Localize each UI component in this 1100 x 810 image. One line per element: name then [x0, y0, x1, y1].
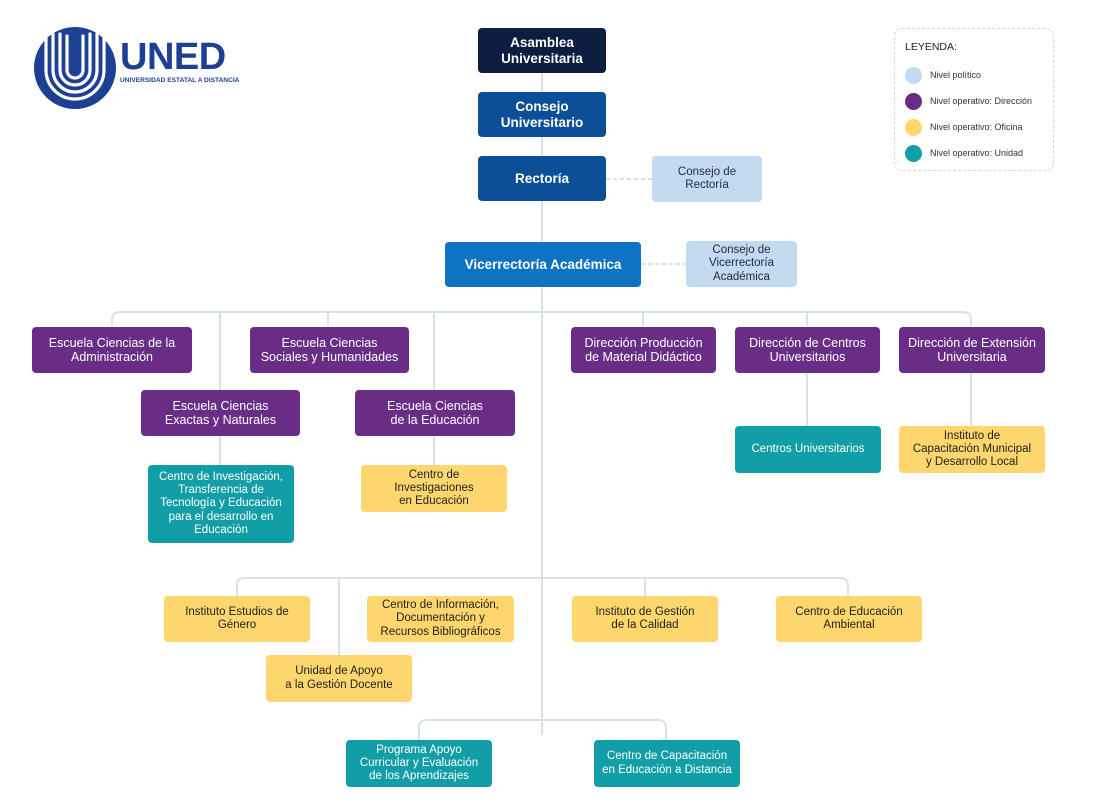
node-escuela-educacion[interactable]: Escuela Ciencias de la Educación: [355, 390, 515, 436]
node-consejo-universitario[interactable]: Consejo Universitario: [478, 92, 606, 137]
node-label: Escuela Ciencias de la Educación: [387, 398, 483, 427]
node-label: Consejo de Vicerrectoría Académica: [709, 244, 774, 283]
node-asamblea-universitaria[interactable]: Asamblea Universitaria: [478, 28, 606, 73]
node-centro-investigaciones-educacion[interactable]: Centro de Investigaciones en Educación: [361, 465, 507, 512]
node-unidad-apoyo-docente[interactable]: Unidad de Apoyo a la Gestión Docente: [266, 655, 412, 702]
node-direccion-material[interactable]: Dirección Producción de Material Didácti…: [571, 327, 716, 373]
logo-tagline: UNIVERSIDAD ESTATAL A DISTANCIA: [120, 77, 240, 84]
node-label: Escuela Ciencias Exactas y Naturales: [164, 398, 277, 427]
uned-emblem-icon: [34, 27, 116, 109]
legend: LEYENDA: Nivel político Nivel operativo:…: [894, 28, 1054, 171]
node-label: Unidad de Apoyo a la Gestión Docente: [285, 665, 393, 691]
node-rectoria[interactable]: Rectoría: [478, 156, 606, 201]
legend-label: Nivel político: [930, 70, 982, 80]
legend-title: LEYENDA:: [905, 41, 957, 53]
node-label: Centros Universitarios: [751, 442, 865, 455]
node-centro-informacion[interactable]: Centro de Información, Documentación y R…: [367, 596, 514, 642]
node-label: Dirección Producción de Material Didácti…: [584, 335, 703, 364]
legend-label: Nivel operativo: Unidad: [930, 148, 1024, 158]
node-centros-universitarios[interactable]: Centros Universitarios: [735, 426, 881, 473]
connector-bar-oficinas: [236, 577, 849, 596]
legend-item-politico: Nivel político: [905, 66, 981, 84]
node-label: Asamblea Universitaria: [501, 34, 583, 66]
node-label: Instituto Estudios de Género: [185, 605, 289, 631]
node-direccion-extension[interactable]: Dirección de Extensión Universitaria: [899, 327, 1045, 373]
node-escuela-exactas[interactable]: Escuela Ciencias Exactas y Naturales: [141, 390, 300, 436]
legend-item-oficina: Nivel operativo: Oficina: [905, 118, 1023, 136]
legend-swatch: [905, 92, 922, 110]
node-label: Centro de Investigación, Transferencia d…: [158, 470, 284, 536]
node-escuela-sociales[interactable]: Escuela Ciencias Sociales y Humanidades: [250, 327, 409, 373]
logo-wordmark: UNED: [120, 36, 226, 78]
legend-label: Nivel operativo: Oficina: [930, 122, 1023, 132]
connector-bar-programas: [418, 719, 667, 740]
node-consejo-vicerrectoria[interactable]: Consejo de Vicerrectoría Académica: [686, 241, 797, 287]
connector-bar-escuelas: [111, 311, 972, 326]
node-label: Dirección de Centros Universitarios: [749, 335, 866, 364]
uned-logo: UNED UNIVERSIDAD ESTATAL A DISTANCIA: [32, 26, 242, 110]
legend-swatch: [905, 66, 922, 84]
node-programa-apoyo-curricular[interactable]: Programa Apoyo Curricular y Evaluación d…: [346, 740, 492, 787]
node-escuela-administracion[interactable]: Escuela Ciencias de la Administración: [32, 327, 192, 373]
node-label: Instituto de Capacitación Municipal y De…: [912, 429, 1032, 469]
node-direccion-centros[interactable]: Dirección de Centros Universitarios: [735, 327, 880, 373]
node-label: Escuela Ciencias Sociales y Humanidades: [260, 335, 399, 364]
node-label: Consejo Universitario: [500, 98, 584, 130]
node-instituto-calidad[interactable]: Instituto de Gestión de la Calidad: [572, 596, 718, 642]
node-centro-capacitacion-distancia[interactable]: Centro de Capacitación en Educación a Di…: [594, 740, 740, 787]
node-label: Rectoría: [514, 170, 570, 186]
node-label: Programa Apoyo Curricular y Evaluación d…: [359, 743, 479, 783]
node-label: Centro de Capacitación en Educación a Di…: [602, 750, 732, 776]
node-label: Consejo de Rectoría: [677, 165, 737, 191]
node-label: Dirección de Extensión Universitaria: [908, 335, 1036, 364]
node-label: Vicerrectoría Académica: [464, 256, 622, 272]
node-label: Centro de Educación Ambiental: [795, 605, 903, 631]
node-centro-educacion-ambiental[interactable]: Centro de Educación Ambiental: [776, 596, 922, 642]
node-vicerrectoria-academica[interactable]: Vicerrectoría Académica: [445, 242, 641, 287]
legend-item-unidad: Nivel operativo: Unidad: [905, 144, 1023, 162]
node-label: Escuela Ciencias de la Administración: [48, 335, 176, 364]
node-label: Centro de Investigaciones en Educación: [394, 468, 474, 508]
node-instituto-genero[interactable]: Instituto Estudios de Género: [164, 596, 310, 642]
legend-swatch: [905, 144, 922, 162]
node-centro-investigacion-transferencia[interactable]: Centro de Investigación, Transferencia d…: [148, 465, 294, 543]
legend-swatch: [905, 118, 922, 136]
node-label: Instituto de Gestión de la Calidad: [595, 605, 695, 631]
node-consejo-rectoria[interactable]: Consejo de Rectoría: [652, 156, 762, 202]
node-label: Centro de Información, Documentación y R…: [380, 599, 501, 638]
node-instituto-capacitacion-municipal[interactable]: Instituto de Capacitación Municipal y De…: [899, 426, 1045, 473]
legend-item-direccion: Nivel operativo: Dirección: [905, 92, 1032, 110]
legend-label: Nivel operativo: Dirección: [930, 96, 1033, 106]
